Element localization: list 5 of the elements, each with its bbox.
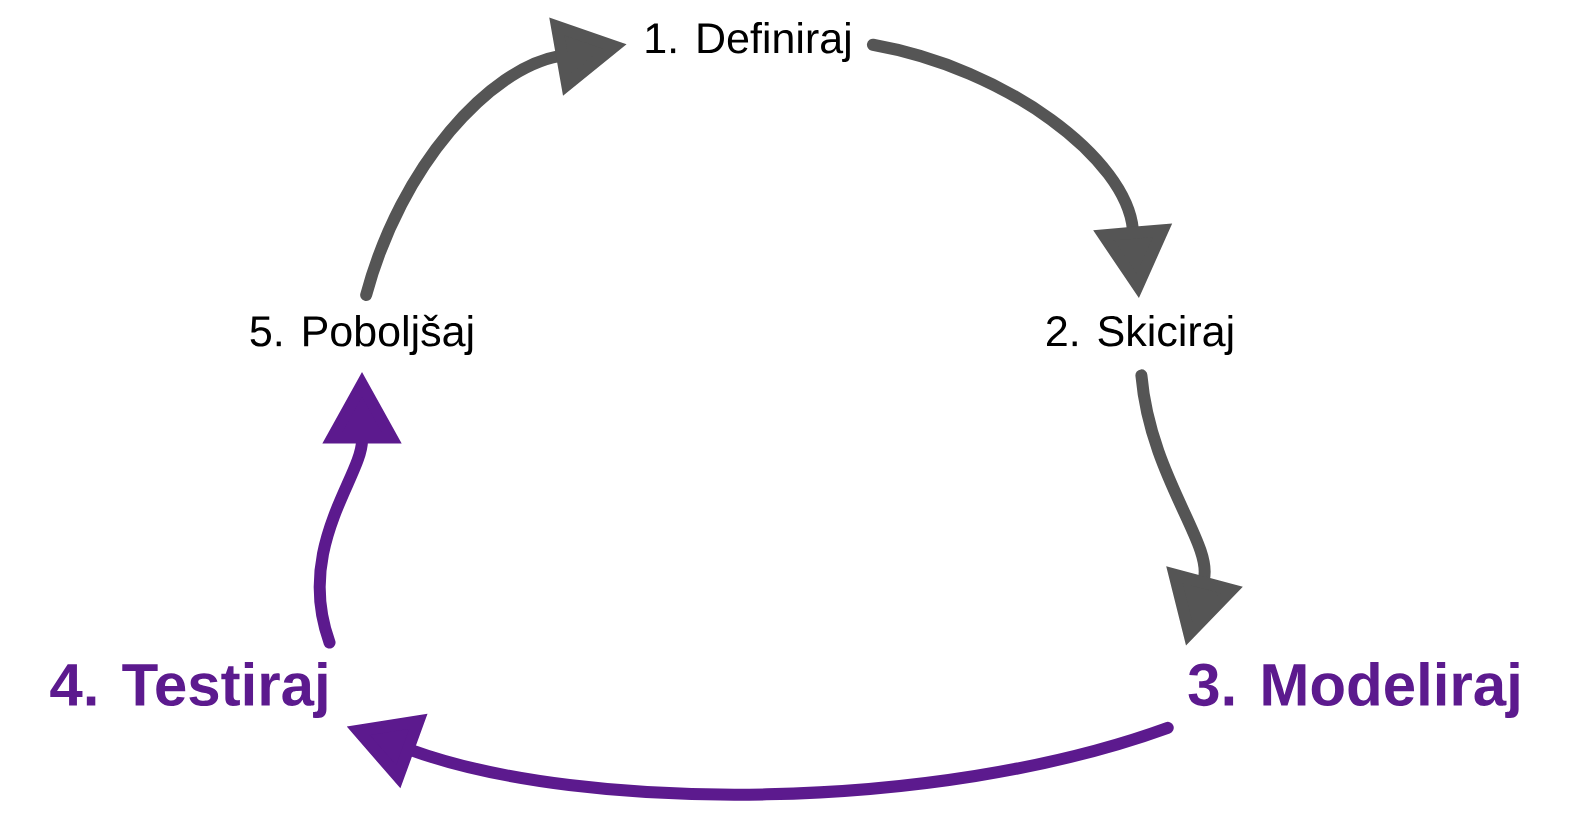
step-label: 4. Testiraj bbox=[50, 662, 327, 718]
step-label: 2. Skiciraj bbox=[1047, 314, 1233, 356]
step-label: 5. Poboljšaj bbox=[250, 314, 473, 356]
step-label: 1. Definiraj bbox=[646, 21, 850, 63]
step-label: 3. Modeliraj bbox=[1188, 662, 1519, 718]
